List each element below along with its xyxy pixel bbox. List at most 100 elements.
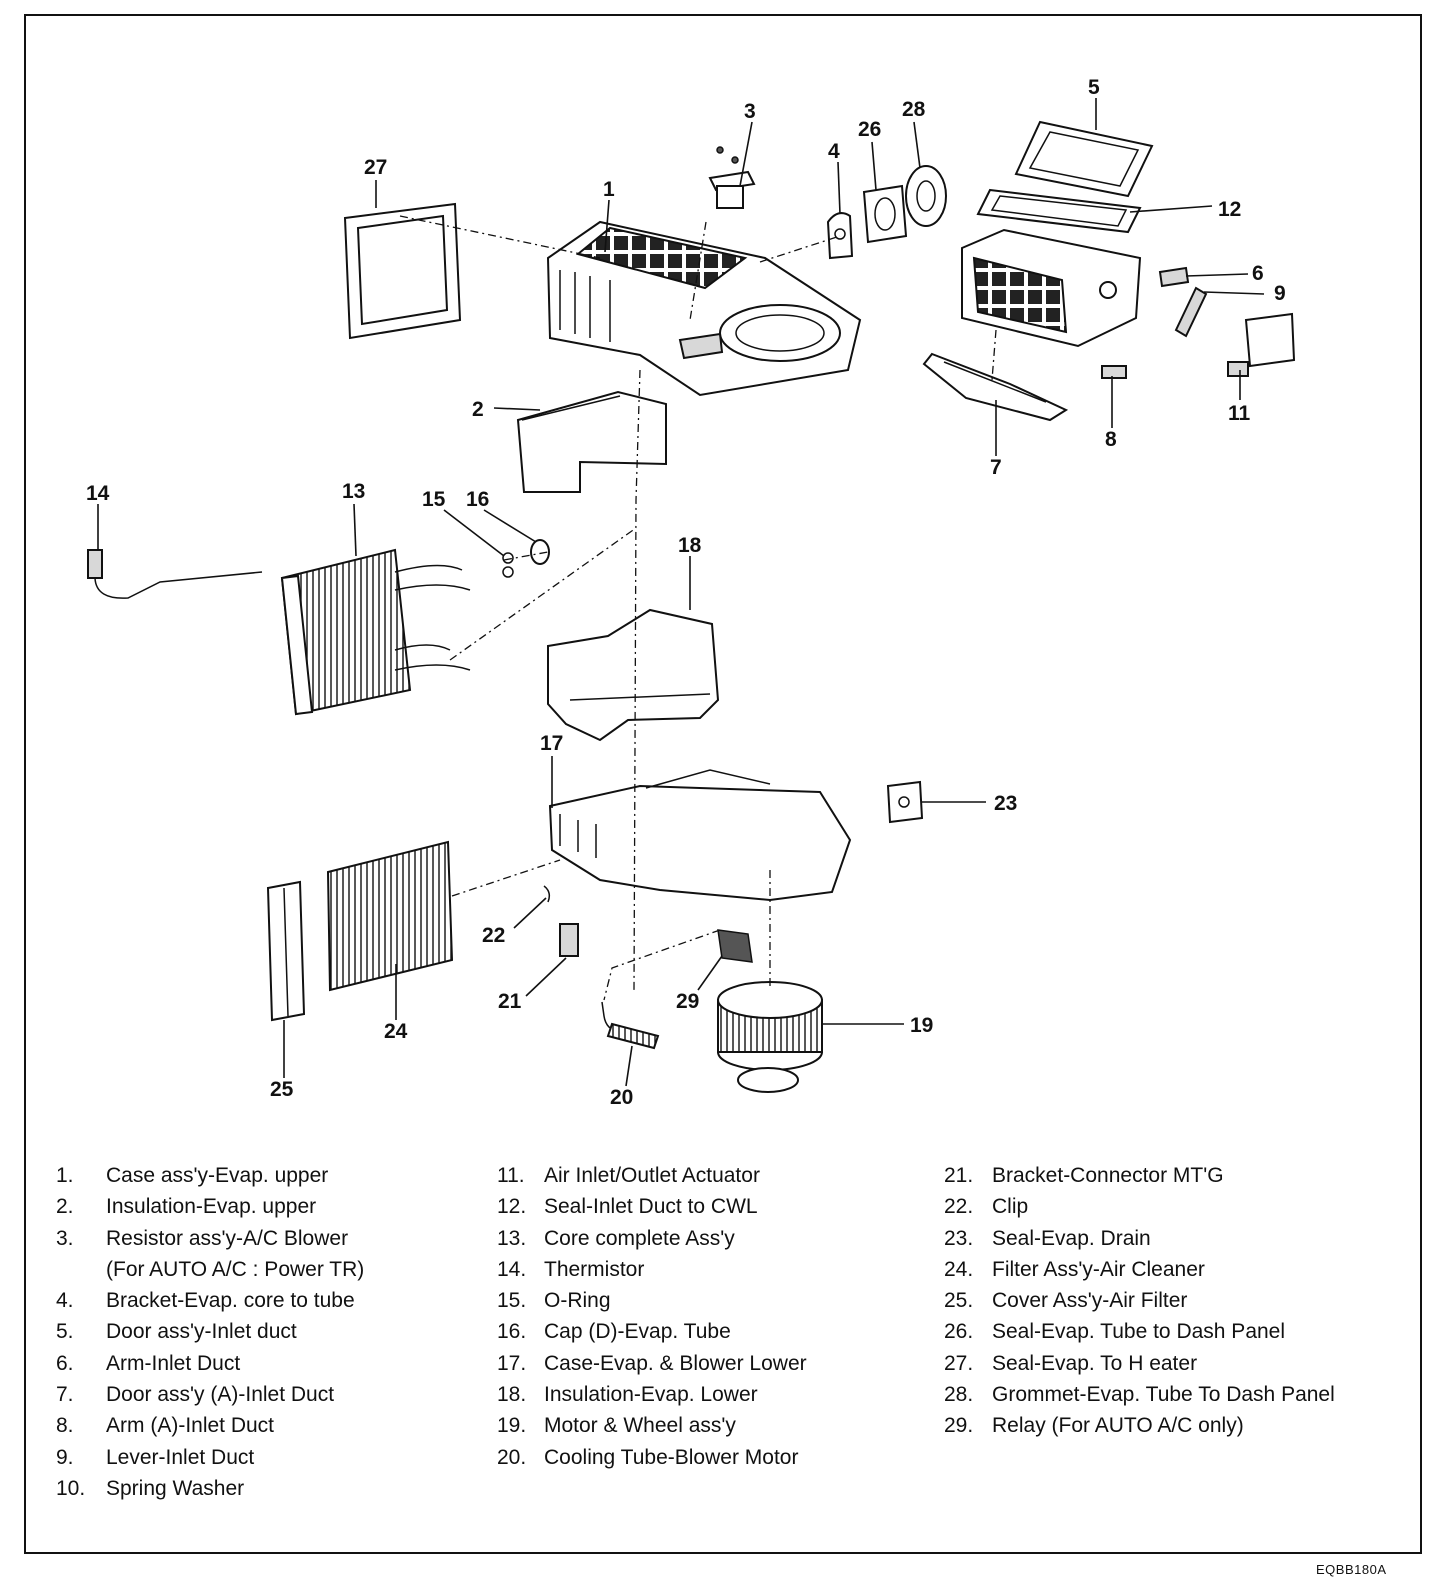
- legend-item-text: Case-Evap. & Blower Lower: [544, 1351, 807, 1375]
- callout-27: 27: [364, 156, 387, 179]
- part-15-o-ring: [502, 552, 514, 578]
- callout-19: 19: [910, 1014, 933, 1037]
- legend-item: 5. Door ass'y-Inlet duct: [56, 1316, 364, 1347]
- legend-item-number: 5.: [56, 1320, 74, 1344]
- legend-item: 20. Cooling Tube-Blower Motor: [497, 1442, 807, 1473]
- legend-item-text: Cooling Tube-Blower Motor: [544, 1445, 799, 1469]
- part-5-door-inlet-duct: [1014, 120, 1154, 198]
- callout-9: 9: [1274, 282, 1286, 305]
- legend-item-number: 18.: [497, 1383, 527, 1407]
- legend-item-text: Air Inlet/Outlet Actuator: [544, 1164, 760, 1187]
- callout-20: 20: [610, 1086, 633, 1109]
- part-24-filter: [326, 840, 454, 992]
- legend-item: 13.Core complete Ass'y: [497, 1223, 807, 1254]
- legend-item: 16.Cap (D)-Evap. Tube: [497, 1316, 807, 1347]
- part-28-grommet: [905, 165, 947, 227]
- legend-item-number: 23.: [944, 1226, 974, 1250]
- assembly-lines: [399, 215, 997, 1001]
- legend-item-number: 10.: [56, 1476, 86, 1500]
- legend-item: 18. Insulation-Evap. Lower: [497, 1379, 807, 1410]
- part-18-insulation-lower: [547, 608, 720, 742]
- legend-item-number: 17.: [497, 1351, 527, 1375]
- legend-item-text: Filter Ass'y-Air Cleaner: [992, 1257, 1205, 1281]
- legend-item: 8. Arm (A)-Inlet Duct: [56, 1410, 364, 1441]
- legend-item-number: 21.: [944, 1164, 974, 1187]
- legend-item-number: 6.: [56, 1351, 74, 1375]
- legend-item-number: 22.: [944, 1195, 974, 1219]
- part-19-motor-wheel: [717, 981, 823, 1093]
- part-12-seal-inlet-duct: [976, 188, 1142, 234]
- callout-1: 1: [603, 178, 615, 201]
- legend-item-number: 11.: [497, 1164, 525, 1187]
- legend-item-number: 19.: [497, 1414, 527, 1438]
- legend-item-text: Insulation-Evap. upper: [106, 1195, 317, 1219]
- legend-item-number: 20.: [497, 1445, 527, 1469]
- part-11-actuator: [1227, 312, 1296, 377]
- legend-item-number: 8.: [56, 1414, 74, 1438]
- legend-item-number: 25.: [944, 1289, 974, 1313]
- part-20-cooling-tube: [601, 1001, 660, 1050]
- exploded-view-diagram: 1 2 3 4 5 6 7 8 9 11 12 13 14 15 16 17 1…: [86, 76, 1296, 1109]
- legend-item-text: Case ass'y-Evap. upper: [106, 1164, 329, 1187]
- legend-item: 3.Resistor ass'y-A/C Blower: [56, 1223, 364, 1254]
- callout-11: 11: [1228, 402, 1251, 425]
- part-6-arm: [1158, 266, 1190, 288]
- legend-item-number: 29.: [944, 1414, 974, 1438]
- part-25-cover: [266, 880, 306, 1022]
- callout-2: 2: [472, 398, 484, 421]
- legend-item-text: Core complete Ass'y: [544, 1226, 735, 1250]
- legend-item-text: Arm-Inlet Duct: [106, 1351, 241, 1375]
- callout-5: 5: [1088, 76, 1100, 99]
- legend-column-1: 1. Case ass'y-Evap. upper 2. Insulation-Eva…: [56, 1160, 364, 1504]
- part-23-seal-drain: [886, 780, 924, 824]
- legend-item: 6. Arm-Inlet Duct: [56, 1348, 364, 1379]
- legend-item-text: Grommet-Evap. Tube To Dash Panel: [992, 1383, 1335, 1407]
- legend-item-number: 24.: [944, 1257, 974, 1281]
- callout-29: 29: [676, 990, 699, 1013]
- callout-3: 3: [744, 100, 756, 123]
- legend-item: 14.Thermistor: [497, 1254, 807, 1285]
- part-9-lever: [1174, 286, 1208, 338]
- legend-item-number: 27.: [944, 1351, 974, 1375]
- callout-7: 7: [990, 456, 1002, 479]
- part-4-bracket: [826, 212, 854, 260]
- legend-item-text: Arm (A)-Inlet Duct: [106, 1414, 275, 1438]
- callout-24: 24: [384, 1020, 408, 1043]
- callout-26: 26: [858, 118, 881, 141]
- legend-item-number: 2.: [56, 1195, 74, 1219]
- figure-code: EQBB180A: [1316, 1562, 1387, 1577]
- part-27-seal-to-heater: [343, 202, 462, 340]
- part-3-resistor: [708, 146, 756, 209]
- legend-item: 21. Bracket-Connector MT'G: [944, 1160, 1335, 1191]
- part-inlet-duct-housing: [961, 228, 1142, 348]
- callout-21: 21: [498, 990, 522, 1013]
- legend-item-text: O-Ring: [544, 1289, 611, 1313]
- legend-item-number: 9.: [56, 1445, 74, 1469]
- part-2-insulation-upper: [516, 390, 667, 493]
- legend-item-text: Door ass'y-Inlet duct: [106, 1320, 297, 1344]
- legend-item: 2. Insulation-Evap. upper: [56, 1191, 364, 1222]
- callout-18: 18: [678, 534, 702, 557]
- legend-item-text: Seal-Evap. To H eater: [992, 1351, 1198, 1375]
- callout-6: 6: [1252, 262, 1264, 285]
- callout-22: 22: [482, 924, 505, 947]
- legend-item-text: Insulation-Evap. Lower: [544, 1383, 758, 1407]
- part-16-cap: [530, 539, 550, 565]
- legend-item-text: Bracket-Connector MT'G: [992, 1164, 1224, 1187]
- legend-item-text: Thermistor: [544, 1257, 645, 1281]
- callout-28: 28: [902, 98, 926, 121]
- part-7-door-a: [922, 352, 1069, 422]
- legend-item-number: 12.: [497, 1195, 527, 1219]
- legend-item-text: Spring Washer: [106, 1476, 245, 1500]
- legend-item-text: (For AUTO A/C : Power TR): [106, 1257, 365, 1281]
- legend-item: 25.Cover Ass'y-Air Filter: [944, 1285, 1335, 1316]
- legend-item-number: 16.: [497, 1320, 527, 1344]
- figure-frame: [24, 14, 1422, 1554]
- callout-labels: 1 2 3 4 5 6 7 8 9 11 12 13 14 15 16 17 1…: [86, 76, 1286, 1109]
- legend-item-number: 1.: [56, 1164, 74, 1187]
- part-26-seal: [862, 184, 908, 244]
- legend-item: 11. Air Inlet/Outlet Actuator: [497, 1160, 807, 1191]
- legend-item: 9.Lever-Inlet Duct: [56, 1442, 364, 1473]
- legend-item-text: Motor & Wheel ass'y: [544, 1414, 736, 1438]
